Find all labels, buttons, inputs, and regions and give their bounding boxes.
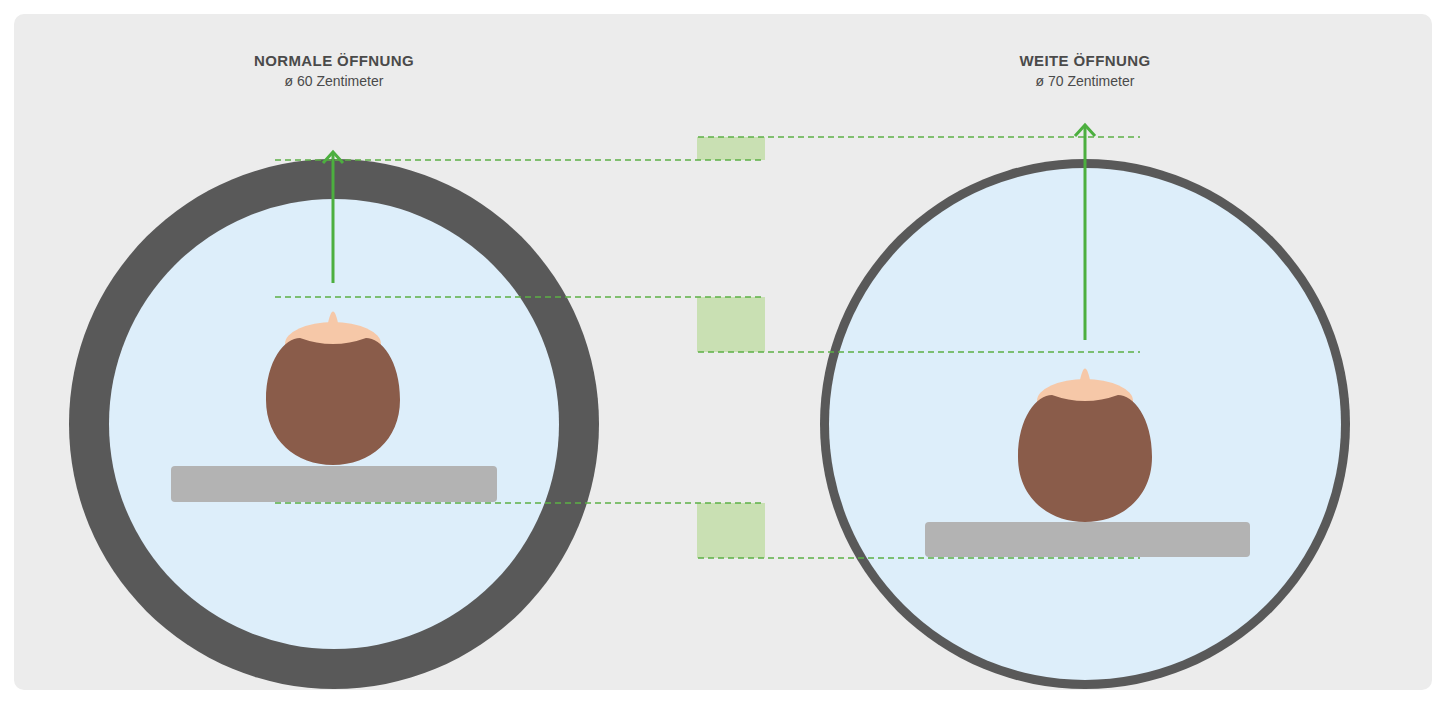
arrow-head — [1075, 125, 1095, 136]
guide-line — [275, 502, 765, 504]
guide-line — [698, 557, 1140, 559]
guide-line — [698, 136, 1140, 138]
bore-housing — [820, 159, 1350, 689]
guide-line — [275, 296, 765, 298]
arrow-head — [323, 152, 343, 163]
bore-opening: WEITE ÖFFNUNGø 70 Zentimeter — [820, 159, 1350, 689]
bore-interior — [829, 168, 1341, 680]
bore-opening: NORMALE ÖFFNUNGø 60 Zentimeter — [69, 159, 599, 689]
patient-head — [1018, 369, 1152, 523]
heading-group: NORMALE ÖFFNUNGø 60 Zentimeter — [9, 51, 659, 91]
bore-housing — [69, 159, 599, 689]
bore-interior — [109, 199, 559, 649]
difference-box — [697, 297, 765, 352]
difference-box — [697, 137, 765, 160]
guide-line — [698, 351, 1140, 353]
space-arrow — [332, 153, 335, 283]
diameter-label: ø 70 Zentimeter — [760, 71, 1410, 91]
difference-box — [697, 503, 765, 558]
opening-title: NORMALE ÖFFNUNG — [9, 51, 659, 71]
patient-table — [171, 466, 497, 502]
panel — [14, 14, 1432, 690]
space-arrow — [1084, 126, 1087, 340]
patient-head — [266, 312, 400, 466]
diameter-label: ø 60 Zentimeter — [9, 71, 659, 91]
opening-title: WEITE ÖFFNUNG — [760, 51, 1410, 71]
heading-group: WEITE ÖFFNUNGø 70 Zentimeter — [760, 51, 1410, 91]
bore-ring — [69, 159, 599, 689]
bore-ring — [820, 159, 1350, 689]
guide-line — [275, 159, 765, 161]
patient-table — [925, 522, 1250, 557]
